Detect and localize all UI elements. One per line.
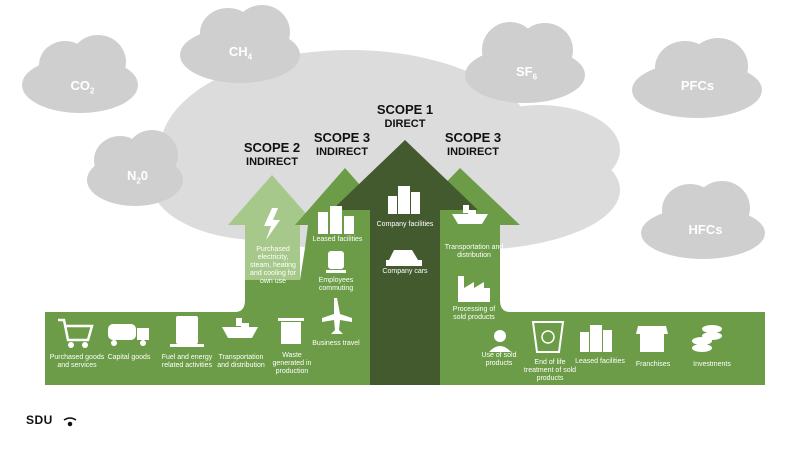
n2o-label: N20 xyxy=(126,168,149,186)
scope3-downstream-band xyxy=(405,168,765,385)
recycle-bin-icon xyxy=(531,321,565,353)
processing-sold-products-label: Processing of sold products xyxy=(452,306,496,321)
truck-icon xyxy=(108,324,149,346)
cargo-ship-icon xyxy=(222,318,258,338)
hfcs-label: HFCs xyxy=(688,222,723,237)
employees-commuting-label: Employees commuting xyxy=(318,277,354,292)
car-icon xyxy=(386,250,422,266)
leased-buildings-icon xyxy=(580,325,612,352)
headset-user-icon xyxy=(489,330,511,352)
factory-icon xyxy=(458,276,490,302)
transportation-downstream-label: Transportation and distribution xyxy=(444,244,504,259)
ch4-cloud xyxy=(180,5,300,83)
buildings-icon xyxy=(318,206,354,234)
airplane-icon xyxy=(322,298,352,334)
investments-label: Investments xyxy=(693,361,731,368)
shopping-cart-icon xyxy=(58,318,94,348)
purchased-goods-label: Purchased goods and services xyxy=(49,354,105,369)
coins-icon xyxy=(692,325,722,352)
purchased-electricity-label: Purchased electricity, steam, heating an… xyxy=(250,246,296,285)
storefront-icon xyxy=(636,326,668,352)
company-cars-label: Company cars xyxy=(382,268,428,275)
factory-buildings-icon xyxy=(388,186,420,214)
fuel-barrel-icon xyxy=(170,316,204,347)
sdu-logo-mark xyxy=(63,417,77,427)
business-travel-label: Business travel xyxy=(312,340,360,347)
ship-icon xyxy=(452,205,488,224)
train-icon xyxy=(326,251,346,273)
lightning-icon xyxy=(264,208,280,240)
transportation-upstream-label: Transportation and distribution xyxy=(217,354,265,369)
pfcs-cloud xyxy=(632,38,762,118)
n2o-cloud xyxy=(87,130,183,206)
use-of-sold-products-label: Use of sold products xyxy=(481,352,517,367)
waste-generated-label: Waste generated in production xyxy=(272,352,312,375)
end-of-life-label: End of life treatment of sold products xyxy=(523,359,577,382)
hfcs-cloud xyxy=(641,181,765,259)
company-facilities-label: Company facilities xyxy=(376,221,434,228)
capital-goods-label: Capital goods xyxy=(107,354,151,361)
sdu-logo: SDU xyxy=(26,413,53,427)
co2-label: CO2 xyxy=(70,78,95,96)
leased-facilities-upstream-label: Leased facilities xyxy=(312,236,363,243)
ch4-label: CH4 xyxy=(228,44,253,62)
sf6-label: SF6 xyxy=(515,64,538,82)
sf6-cloud xyxy=(465,22,585,103)
co2-cloud xyxy=(22,35,138,113)
pfcs-label: PFCs xyxy=(680,78,715,93)
fuel-energy-label: Fuel and energy related activities xyxy=(161,354,213,369)
leased-facilities-downstream-label: Leased facilities xyxy=(575,358,625,365)
franchises-label: Franchises xyxy=(635,361,671,368)
trash-can-icon xyxy=(278,318,304,344)
